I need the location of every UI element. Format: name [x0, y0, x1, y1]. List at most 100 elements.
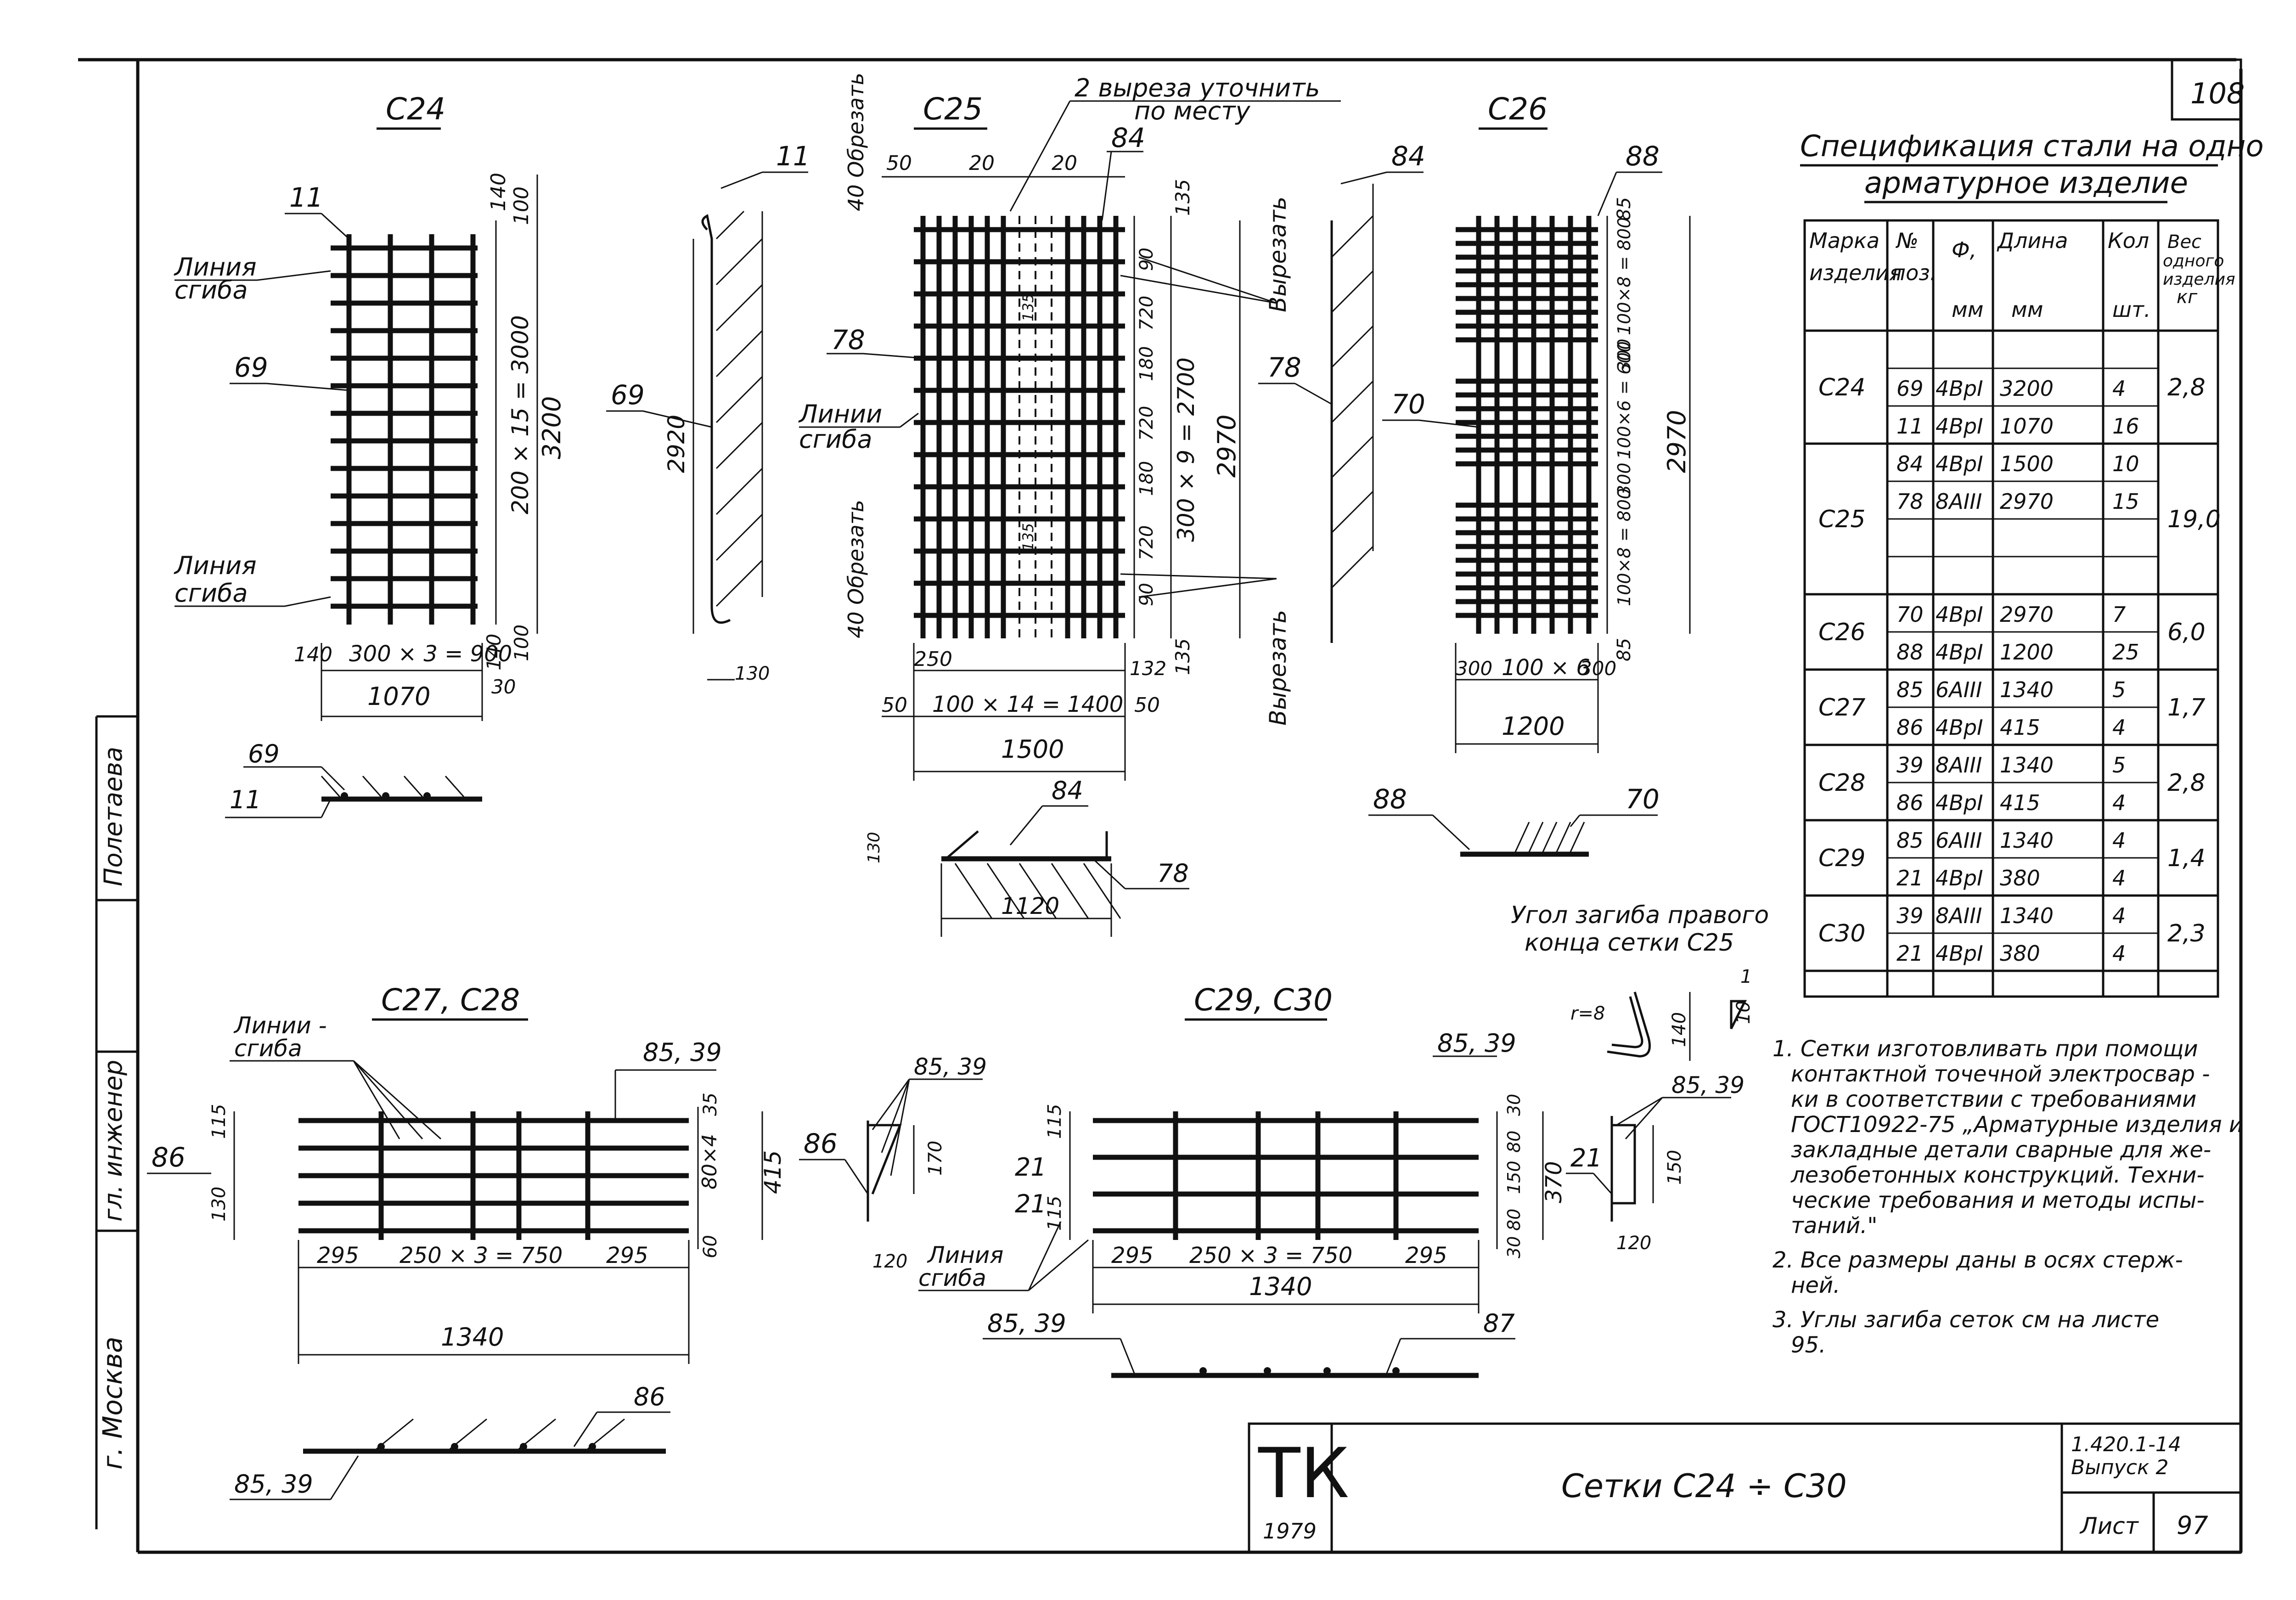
- c24-bend-line-1a: Линия: [174, 253, 257, 282]
- c26-d100x8b: 100×8 = 800: [1614, 488, 1634, 606]
- c25-sec-1120: 1120: [1001, 893, 1059, 919]
- spec-cell: 4: [2112, 941, 2126, 966]
- spec-cell: 1340: [2000, 903, 2054, 928]
- c24-bend-line-2a: Линия: [174, 551, 257, 580]
- spec-weight: 2,8: [2167, 769, 2206, 797]
- c25-d50r: 50: [1134, 693, 1160, 717]
- c25-cutoff-bottom: 40 Обрезать: [844, 500, 868, 638]
- c29-mesh: [1093, 1111, 1479, 1240]
- c24-sec-11: 11: [230, 785, 261, 814]
- spec-cell: 86: [1896, 790, 1924, 815]
- spec-h-wt-4: кг: [2177, 287, 2198, 308]
- c26-pos-88: 88: [1626, 141, 1660, 172]
- c24-title: С24: [386, 91, 445, 127]
- c24-d140-l: 140: [294, 643, 332, 666]
- c25-mesh: [914, 216, 1125, 638]
- spec-cell: 380: [2000, 866, 2040, 890]
- spec-cell: 78: [1896, 489, 1924, 514]
- spec-cell: 7: [2112, 602, 2126, 627]
- c24-d3200: 3200: [537, 396, 566, 459]
- c25-bend-lines-1: Линии: [798, 400, 882, 428]
- c25-d300x9: 300 × 9 = 2700: [1173, 357, 1199, 542]
- c25-d2970: 2970: [1212, 415, 1241, 478]
- c26-d100x6: 100×6 = 600: [1614, 341, 1634, 459]
- spec-cell: 8АIII: [1936, 489, 1982, 514]
- spec-mark: С26: [1818, 619, 1865, 646]
- d140-detail: 140: [1669, 1012, 1690, 1047]
- c29-d295l: 295: [1111, 1243, 1154, 1268]
- note-line-6: ческие требования и методы испы-: [1791, 1188, 2205, 1213]
- c24-side-69: 69: [611, 379, 645, 411]
- c27-bend-lines-2: сгиба: [918, 1265, 986, 1291]
- stamp-sheet-label: Лист: [2079, 1513, 2139, 1539]
- spec-weight: 2,3: [2167, 920, 2206, 947]
- spec-cell: 39: [1896, 753, 1924, 777]
- spec-cell: 39: [1896, 903, 1924, 928]
- spec-cell: 21: [1896, 866, 1924, 890]
- c26-d85-bot: 85: [1614, 638, 1635, 661]
- c27-pos-8539: 85, 39: [643, 1038, 722, 1067]
- spec-cell: 8АIII: [1936, 903, 1982, 928]
- c24-drawing: С24 11 Линия сгиба 69 Линия сгиба 140 10…: [174, 91, 810, 818]
- c25-cutout-top: Вырезать: [1265, 197, 1291, 312]
- c27-d130: 130: [208, 1187, 230, 1222]
- c29-pos-21a: 21: [1015, 1153, 1047, 1182]
- c27-side-86: 86: [804, 1128, 838, 1159]
- c27-bend-1: Линии -: [233, 1012, 327, 1039]
- spec-cell: 4ВрI: [1936, 602, 1983, 627]
- c24-d100-top: 100: [510, 186, 533, 225]
- note-line-0: 1. Сетки изготовливать при помощи: [1773, 1036, 2198, 1062]
- spec-cell: 6АIII: [1936, 677, 1982, 702]
- spec-weight: 6,0: [2167, 619, 2206, 646]
- stamp-code: 1.420.1-14: [2071, 1433, 2181, 1456]
- c27-d415: 415: [760, 1150, 786, 1194]
- c24-pos-69: 69: [234, 352, 268, 383]
- spec-cell: 2970: [2000, 489, 2054, 514]
- c29-side-120: 120: [1616, 1233, 1651, 1254]
- margin-role: гл. инженер: [99, 1060, 128, 1222]
- c25-d20a: 20: [969, 152, 995, 175]
- c27-bend-2: сгиба: [234, 1035, 302, 1062]
- c29-sec-87: 87: [1483, 1309, 1515, 1338]
- bend-angle-1: Угол загиба правого: [1511, 901, 1769, 929]
- stamp-issue: Выпуск 2: [2071, 1456, 2168, 1479]
- note-line-7: таний.": [1791, 1213, 1877, 1239]
- spec-cell: 88: [1896, 640, 1924, 665]
- c27-d60: 60: [700, 1235, 721, 1258]
- c25-cutoff-top: 40 Обрезать: [844, 73, 868, 211]
- c25-side-84: 84: [1391, 141, 1425, 172]
- c26-d85-top: 85: [1614, 197, 1635, 220]
- spec-cell: 4ВрI: [1936, 866, 1983, 890]
- spec-cell: 25: [2112, 640, 2139, 665]
- spec-h-dia-2: мм: [1952, 297, 1983, 322]
- c29-side-8539: 85, 39: [1671, 1072, 1745, 1099]
- c24-side-11: 11: [776, 141, 810, 172]
- spec-cell: 4ВрI: [1936, 640, 1983, 665]
- spec-mark: С24: [1818, 374, 1865, 401]
- c27-side-170: 170: [925, 1141, 946, 1176]
- note-line-3: ГОСТ10922-75 „Арматурные изделия и: [1791, 1112, 2243, 1138]
- c27-bend-lines-1: Линия: [927, 1242, 1003, 1268]
- c27-mesh: [298, 1111, 689, 1240]
- c27-d115: 115: [208, 1104, 230, 1139]
- c27-side-8539: 85, 39: [914, 1054, 987, 1080]
- c26-d2970: 2970: [1662, 410, 1691, 473]
- c29-d80b: 80: [1504, 1209, 1524, 1231]
- c26-d100x8a: 100×8 = 800: [1614, 217, 1634, 335]
- c25-d135-small2: 135: [1019, 523, 1037, 551]
- spec-mark: С27: [1818, 694, 1865, 721]
- c29-d250x3: 250 × 3 = 750: [1189, 1243, 1352, 1268]
- spec-cell: 85: [1896, 677, 1924, 702]
- c24-side-130: 130: [735, 663, 770, 684]
- note-line-11: 95.: [1791, 1332, 1826, 1358]
- c24-d140-r: 140: [483, 634, 505, 670]
- spec-cell: 4: [2112, 903, 2126, 928]
- c27-d80x4: 80×4: [698, 1134, 721, 1189]
- spec-cell: 15: [2112, 489, 2139, 514]
- spec-cell: 4ВрI: [1936, 715, 1983, 740]
- spec-title-1: Спецификация стали на одно: [1800, 130, 2264, 163]
- note-line-2: ки в соответствии с требованиями: [1791, 1087, 2196, 1112]
- spec-mark: С30: [1818, 920, 1865, 947]
- spec-cell: 8АIII: [1936, 753, 1982, 777]
